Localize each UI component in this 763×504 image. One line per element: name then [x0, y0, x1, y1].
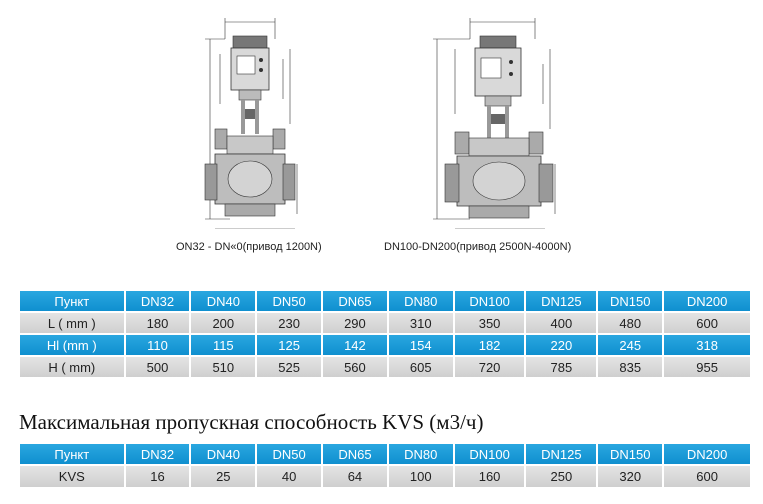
table-cell: Hl (mm ) [20, 335, 124, 355]
table-cell: 160 [454, 466, 525, 487]
table-cell: 220 [526, 335, 597, 355]
header-cell: DN50 [257, 444, 322, 464]
header-cell: Пункт [20, 444, 124, 464]
table-cell: KVS [20, 466, 124, 487]
table-cell: 154 [388, 335, 453, 355]
table-cell: 720 [454, 357, 525, 377]
valve-drawing-right [433, 18, 556, 229]
header-cell: DN65 [323, 291, 387, 311]
table-cell: 125 [257, 335, 322, 355]
table-cell: 200 [191, 313, 256, 333]
header-cell: DN100 [454, 444, 525, 464]
header-cell: DN80 [388, 444, 453, 464]
header-cell: DN125 [526, 444, 597, 464]
table-cell: 525 [257, 357, 322, 377]
table-cell: 600 [664, 313, 750, 333]
table-cell: 115 [191, 335, 256, 355]
caption-right: DN100-DN200(привод 2500N-4000N) [384, 241, 572, 253]
table-cell: 290 [323, 313, 387, 333]
table-cell: 250 [526, 466, 597, 487]
header-cell: DN150 [598, 291, 663, 311]
header-cell: DN80 [388, 291, 453, 311]
table-cell: 110 [125, 335, 190, 355]
table-cell: 480 [598, 313, 663, 333]
table-cell: 64 [323, 466, 387, 487]
header-cell: DN65 [323, 444, 387, 464]
table-cell: 142 [323, 335, 387, 355]
table-cell: 400 [526, 313, 597, 333]
table-cell: 605 [388, 357, 453, 377]
table-cell: 182 [454, 335, 525, 355]
table-cell: 600 [664, 466, 750, 487]
dimensions-table: Пункт DN32 DN40 DN50 DN65 DN80 DN100 DN1… [18, 289, 752, 379]
kvs-title: Максимальная пропускная способность KVS … [19, 410, 484, 434]
table-cell: 100 [388, 466, 453, 487]
table-cell: 310 [388, 313, 453, 333]
table-cell: L ( mm ) [20, 313, 124, 333]
table-cell: 245 [598, 335, 663, 355]
table-cell: 180 [125, 313, 190, 333]
table-cell: 835 [598, 357, 663, 377]
table-row: H ( mm) 500 510 525 560 605 720 785 835 … [20, 357, 750, 377]
table-header-row: Пункт DN32 DN40 DN50 DN65 DN80 DN100 DN1… [20, 444, 750, 464]
header-cell: DN150 [598, 444, 663, 464]
header-cell: DN125 [526, 291, 597, 311]
table-row: KVS 16 25 40 64 100 160 250 320 600 [20, 466, 750, 487]
table-cell: 350 [454, 313, 525, 333]
table-cell: 500 [125, 357, 190, 377]
header-cell: DN40 [191, 444, 256, 464]
header-cell: DN100 [454, 291, 525, 311]
header-cell: DN32 [125, 291, 190, 311]
table-cell: 40 [257, 466, 322, 487]
kvs-table: Пункт DN32 DN40 DN50 DN65 DN80 DN100 DN1… [18, 442, 752, 489]
table-cell: 955 [664, 357, 750, 377]
table-row: Hl (mm ) 110 115 125 142 154 182 220 245… [20, 335, 750, 355]
table-cell: 230 [257, 313, 322, 333]
header-cell: DN40 [191, 291, 256, 311]
table-cell: 16 [125, 466, 190, 487]
table-cell: H ( mm) [20, 357, 124, 377]
valve-drawing-left [204, 18, 298, 229]
table-row: L ( mm ) 180 200 230 290 310 350 400 480… [20, 313, 750, 333]
table-cell: 25 [191, 466, 256, 487]
table-header-row: Пункт DN32 DN40 DN50 DN65 DN80 DN100 DN1… [20, 291, 750, 311]
table-cell: 560 [323, 357, 387, 377]
header-cell: DN50 [257, 291, 322, 311]
header-cell: DN32 [125, 444, 190, 464]
header-cell: Пункт [20, 291, 124, 311]
table-cell: 510 [191, 357, 256, 377]
table-cell: 320 [598, 466, 663, 487]
caption-left: ON32 - DN«0(привод 1200N) [176, 241, 322, 253]
header-cell: DN200 [664, 444, 750, 464]
header-cell: DN200 [664, 291, 750, 311]
table-cell: 785 [526, 357, 597, 377]
table-cell: 318 [664, 335, 750, 355]
